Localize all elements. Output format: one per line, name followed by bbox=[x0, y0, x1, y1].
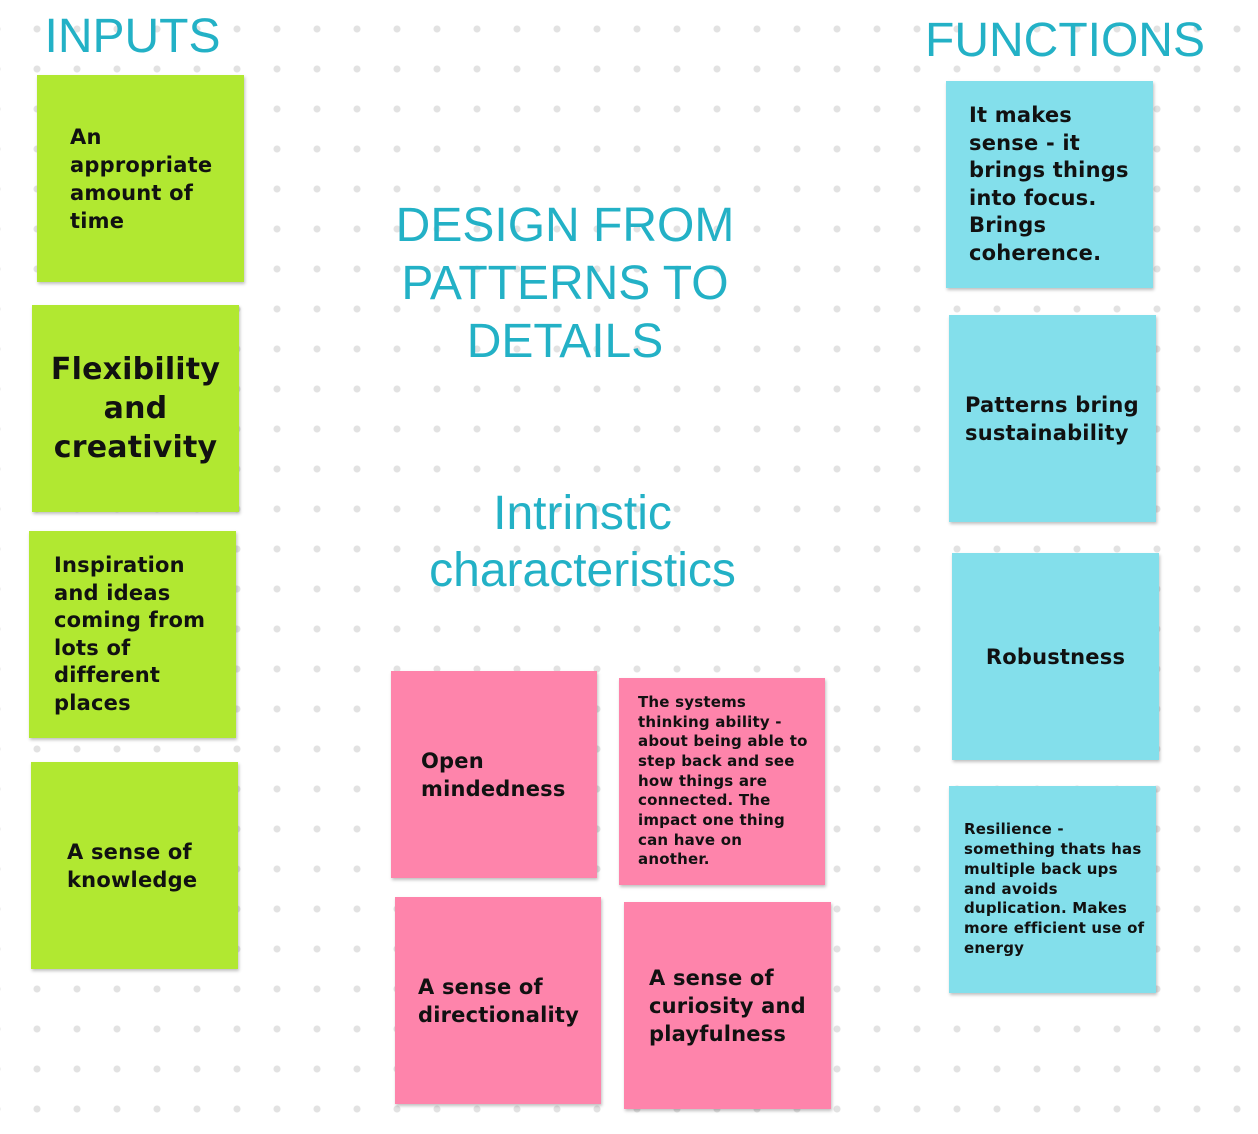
note-text: A sense of knowledge bbox=[67, 839, 198, 892]
function-note-robustness[interactable]: Robustness bbox=[952, 553, 1159, 760]
note-text: It makes sense - it brings things into f… bbox=[969, 103, 1129, 265]
note-text: Patterns bring sustainability bbox=[965, 393, 1139, 445]
inputs-heading: INPUTS bbox=[44, 10, 221, 63]
note-text: An appropriate amount of time bbox=[70, 124, 213, 233]
note-text: Inspiration and ideas coming from lots o… bbox=[54, 553, 206, 715]
note-text: Open mindedness bbox=[421, 748, 566, 801]
principle-title: DESIGN FROM PATTERNS TO DETAILS bbox=[395, 199, 735, 368]
characteristic-note-curiosity[interactable]: A sense of curiosity and playfulness bbox=[624, 902, 831, 1109]
input-note-knowledge[interactable]: A sense of knowledge bbox=[31, 762, 238, 969]
note-text: The systems thinking ability - about bei… bbox=[638, 692, 808, 869]
function-note-resilience[interactable]: Resilience - something thats has multipl… bbox=[949, 786, 1156, 993]
note-text: A sense of directionality bbox=[418, 974, 579, 1027]
characteristic-note-directionality[interactable]: A sense of directionality bbox=[395, 897, 601, 1104]
input-note-inspiration[interactable]: Inspiration and ideas coming from lots o… bbox=[29, 531, 236, 738]
intrinsic-heading: Intrinstic characteristics bbox=[429, 487, 736, 597]
characteristic-note-systems-thinking[interactable]: The systems thinking ability - about bei… bbox=[619, 678, 825, 885]
function-note-coherence[interactable]: It makes sense - it brings things into f… bbox=[946, 81, 1153, 288]
functions-heading: FUNCTIONS bbox=[925, 14, 1205, 67]
function-note-sustainability[interactable]: Patterns bring sustainability bbox=[949, 315, 1156, 522]
note-text: Robustness bbox=[985, 644, 1126, 669]
note-text: Resilience - something thats has multipl… bbox=[964, 820, 1145, 957]
note-text: Flexibility and creativity bbox=[50, 352, 221, 465]
note-text: A sense of curiosity and playfulness bbox=[649, 966, 806, 1046]
characteristic-note-open-mindedness[interactable]: Open mindedness bbox=[391, 671, 597, 878]
input-note-flexibility[interactable]: Flexibility and creativity bbox=[32, 305, 239, 512]
input-note-time[interactable]: An appropriate amount of time bbox=[37, 75, 244, 282]
